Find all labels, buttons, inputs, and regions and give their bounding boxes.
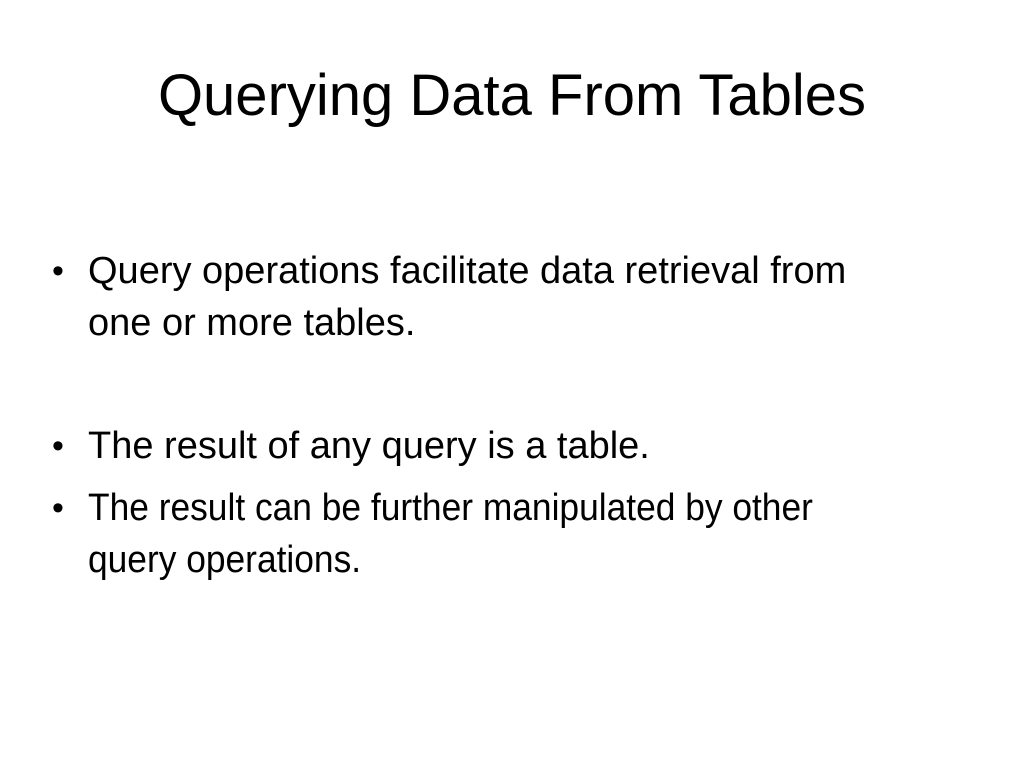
bullet-marker-icon: • — [52, 252, 64, 290]
bullet-text: Query operations facilitate data retriev… — [88, 250, 847, 344]
bullet-marker-icon: • — [52, 427, 64, 465]
bullet-marker-icon: • — [52, 489, 64, 527]
slide-title: Querying Data From Tables — [157, 63, 867, 128]
bullet-text: The result can be further manipulated by… — [88, 487, 813, 581]
bullet-text: The result of any query is a table. — [88, 425, 650, 467]
